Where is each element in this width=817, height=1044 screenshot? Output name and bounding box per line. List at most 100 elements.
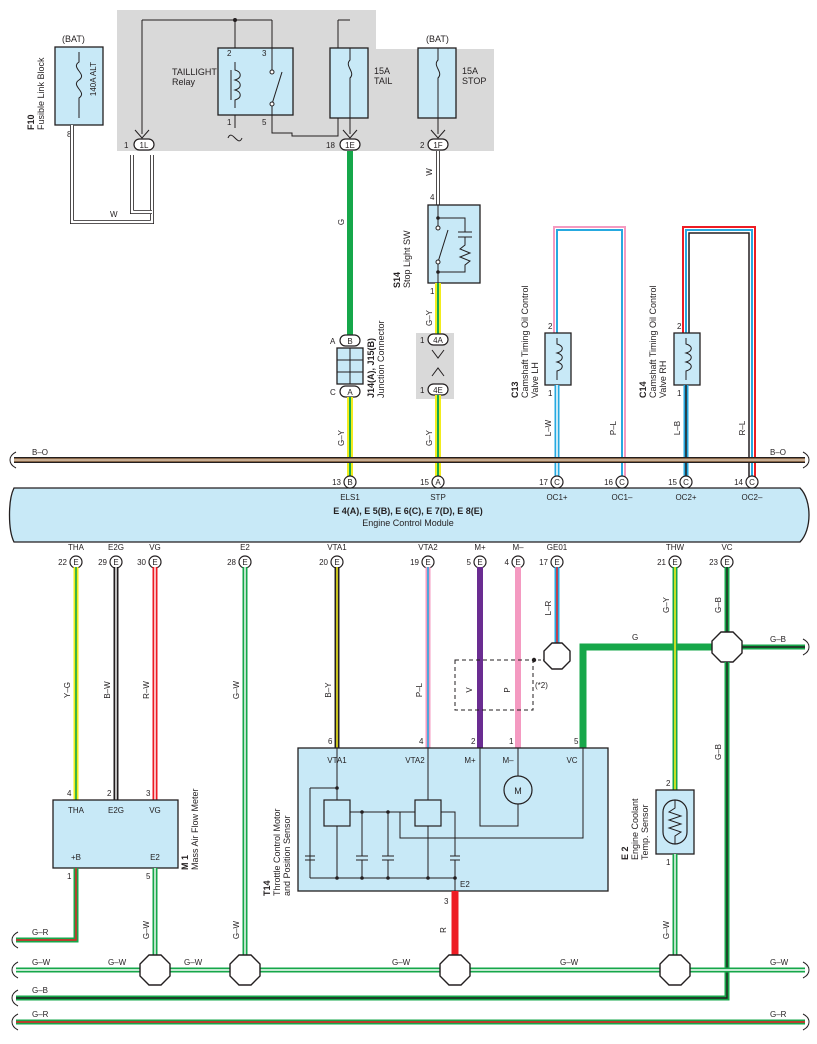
maf-pin-1: 1	[67, 872, 72, 881]
ecm-pin-label: STP	[430, 493, 446, 502]
wire-rl-label: R–L	[738, 420, 747, 435]
ecm-pin-number: 16	[604, 478, 613, 487]
wire-break	[802, 638, 810, 656]
junction-dot	[335, 876, 339, 880]
ecm-title: E 4(A), E 5(B), E 6(C), E 7(D), E 8(E)	[333, 506, 483, 516]
ecm-pin-label: ELS1	[340, 493, 360, 502]
connector-1f-pin: 2	[420, 141, 425, 150]
ecm-pin-conn-letter: C	[683, 478, 689, 487]
relay-pin-2: 2	[227, 49, 232, 58]
bus-gw-mid1-label: G–W	[108, 958, 127, 967]
wire-lb-label: L–B	[673, 421, 682, 435]
relay-contact	[269, 69, 275, 75]
arrow-icon	[134, 129, 150, 139]
tc-lbl-mp: M+	[464, 756, 476, 765]
junction-dot	[386, 810, 390, 814]
cam-lh-pin-2: 2	[548, 322, 553, 331]
junction-left-c: C	[330, 388, 336, 397]
arrow-icon	[430, 129, 446, 139]
ect-name-1: Engine Coolant	[630, 798, 640, 860]
junction-b-letter: B	[347, 337, 352, 346]
bus-gw-mid2-label: G–W	[184, 958, 203, 967]
ecm-pin-number: 5	[467, 558, 472, 567]
fuse-icon	[347, 48, 353, 118]
ecm-pin-label: VTA2	[418, 543, 438, 552]
connector-1e-pin: 18	[326, 141, 335, 150]
tc-motor-wire	[479, 776, 519, 827]
tc-ground-bus	[309, 812, 456, 879]
f10-id: F10	[26, 114, 36, 130]
maf-lbl-e2g: E2G	[108, 806, 124, 815]
ecm-pin-number: 23	[709, 558, 718, 567]
ecm-pin-connector	[679, 475, 693, 489]
ecm-bottom-pins: E22THAE29E2GE30VGE28E2E20VTA1E19VTA2E5M+…	[58, 543, 734, 569]
tail-fuse-amp: 15A	[374, 66, 390, 76]
connector-1l	[133, 138, 155, 151]
tc-pin-5: 5	[574, 737, 579, 746]
ect-id: E 2	[620, 846, 630, 860]
bus-gw-right-label: G–W	[770, 958, 789, 967]
maf-lbl-e2: E2	[150, 853, 160, 862]
arrow-icon	[431, 349, 445, 377]
maf-name: Mass Air Flow Meter	[190, 788, 200, 870]
wire-gw-label: G–W	[232, 680, 241, 699]
connector-1l-label: 1L	[140, 141, 149, 150]
ecm-pin-label: OC2+	[675, 493, 696, 502]
junction-name: Junction Connector	[376, 320, 386, 398]
wire-gr-stripe	[16, 868, 77, 941]
tc-name-2: and Position Sensor	[282, 815, 292, 896]
ecm-pin-label: E2G	[108, 543, 124, 552]
f10-fuse-rating: 140A ALT	[89, 62, 98, 96]
thermistor-resistor	[667, 800, 683, 844]
maf-pin-2: 2	[107, 789, 112, 798]
ecm-pin-conn-letter: C	[619, 478, 625, 487]
ecm-pin-label: THW	[666, 543, 685, 552]
junction-conn-b	[339, 334, 361, 347]
wire-g-label: G	[337, 219, 346, 225]
ecm-pin-conn-letter: E	[724, 558, 729, 567]
tc-pin-1: 1	[509, 737, 514, 746]
stop-light-sw-box	[427, 204, 481, 284]
maf-lbl-vg: VG	[149, 806, 161, 815]
maf-lbl-tha: THA	[68, 806, 85, 815]
f10-name: Fusible Link Block	[36, 57, 46, 130]
cam-lh-name-1: Camshaft Timing Oil Control	[520, 285, 530, 398]
tc-motor-label: M	[514, 786, 522, 796]
tc-pin-6: 6	[328, 737, 333, 746]
ecm-pin-conn-letter: B	[347, 478, 352, 487]
ecm-pin-conn-letter: E	[242, 558, 247, 567]
cam-rh-name-2: Valve RH	[658, 361, 668, 398]
junction-dot	[426, 876, 430, 880]
connector-4e-label: 4E	[433, 386, 443, 395]
maf-pin-3: 3	[146, 789, 151, 798]
ect-pin-2: 2	[666, 779, 671, 788]
ecm-pin-number: 17	[539, 558, 548, 567]
ecm-pin-conn-letter: E	[515, 558, 520, 567]
ecm-pin-label: M–	[512, 543, 524, 552]
ecm-pin-label: OC1+	[546, 493, 567, 502]
bus-gr-left-label: G–R	[32, 1010, 49, 1019]
bus-break-left	[11, 931, 19, 949]
ecm-pin-conn-letter: E	[672, 558, 677, 567]
wire-by-label: B–Y	[324, 682, 333, 698]
ecm-pin-number: 15	[420, 478, 429, 487]
tc-lbl-vta2: VTA2	[405, 756, 425, 765]
ecm-pin-connector	[550, 475, 564, 489]
bus-break-right	[802, 1013, 810, 1031]
junction-a-letter: A	[347, 388, 353, 397]
bus-gw-mid4-label: G–W	[560, 958, 579, 967]
ecm-pin-conn-letter: A	[435, 478, 441, 487]
junction-wire-gy-label: G–Y	[337, 429, 346, 446]
bus-break-left	[11, 961, 19, 979]
stop-sw-id: S14	[392, 272, 402, 288]
cam-lh-box	[544, 332, 572, 386]
maf-lbl-b: +B	[71, 853, 81, 862]
tc-pin-4: 4	[419, 737, 424, 746]
junction-dot	[360, 810, 364, 814]
wire-pl-label-2: P–L	[415, 682, 424, 697]
wire-cam-lh-blue	[556, 229, 623, 478]
connector-4a-pin: 1	[420, 336, 425, 345]
wire-gr-left-label: G–R	[32, 928, 49, 937]
ecm-pin-label: OC1–	[612, 493, 633, 502]
